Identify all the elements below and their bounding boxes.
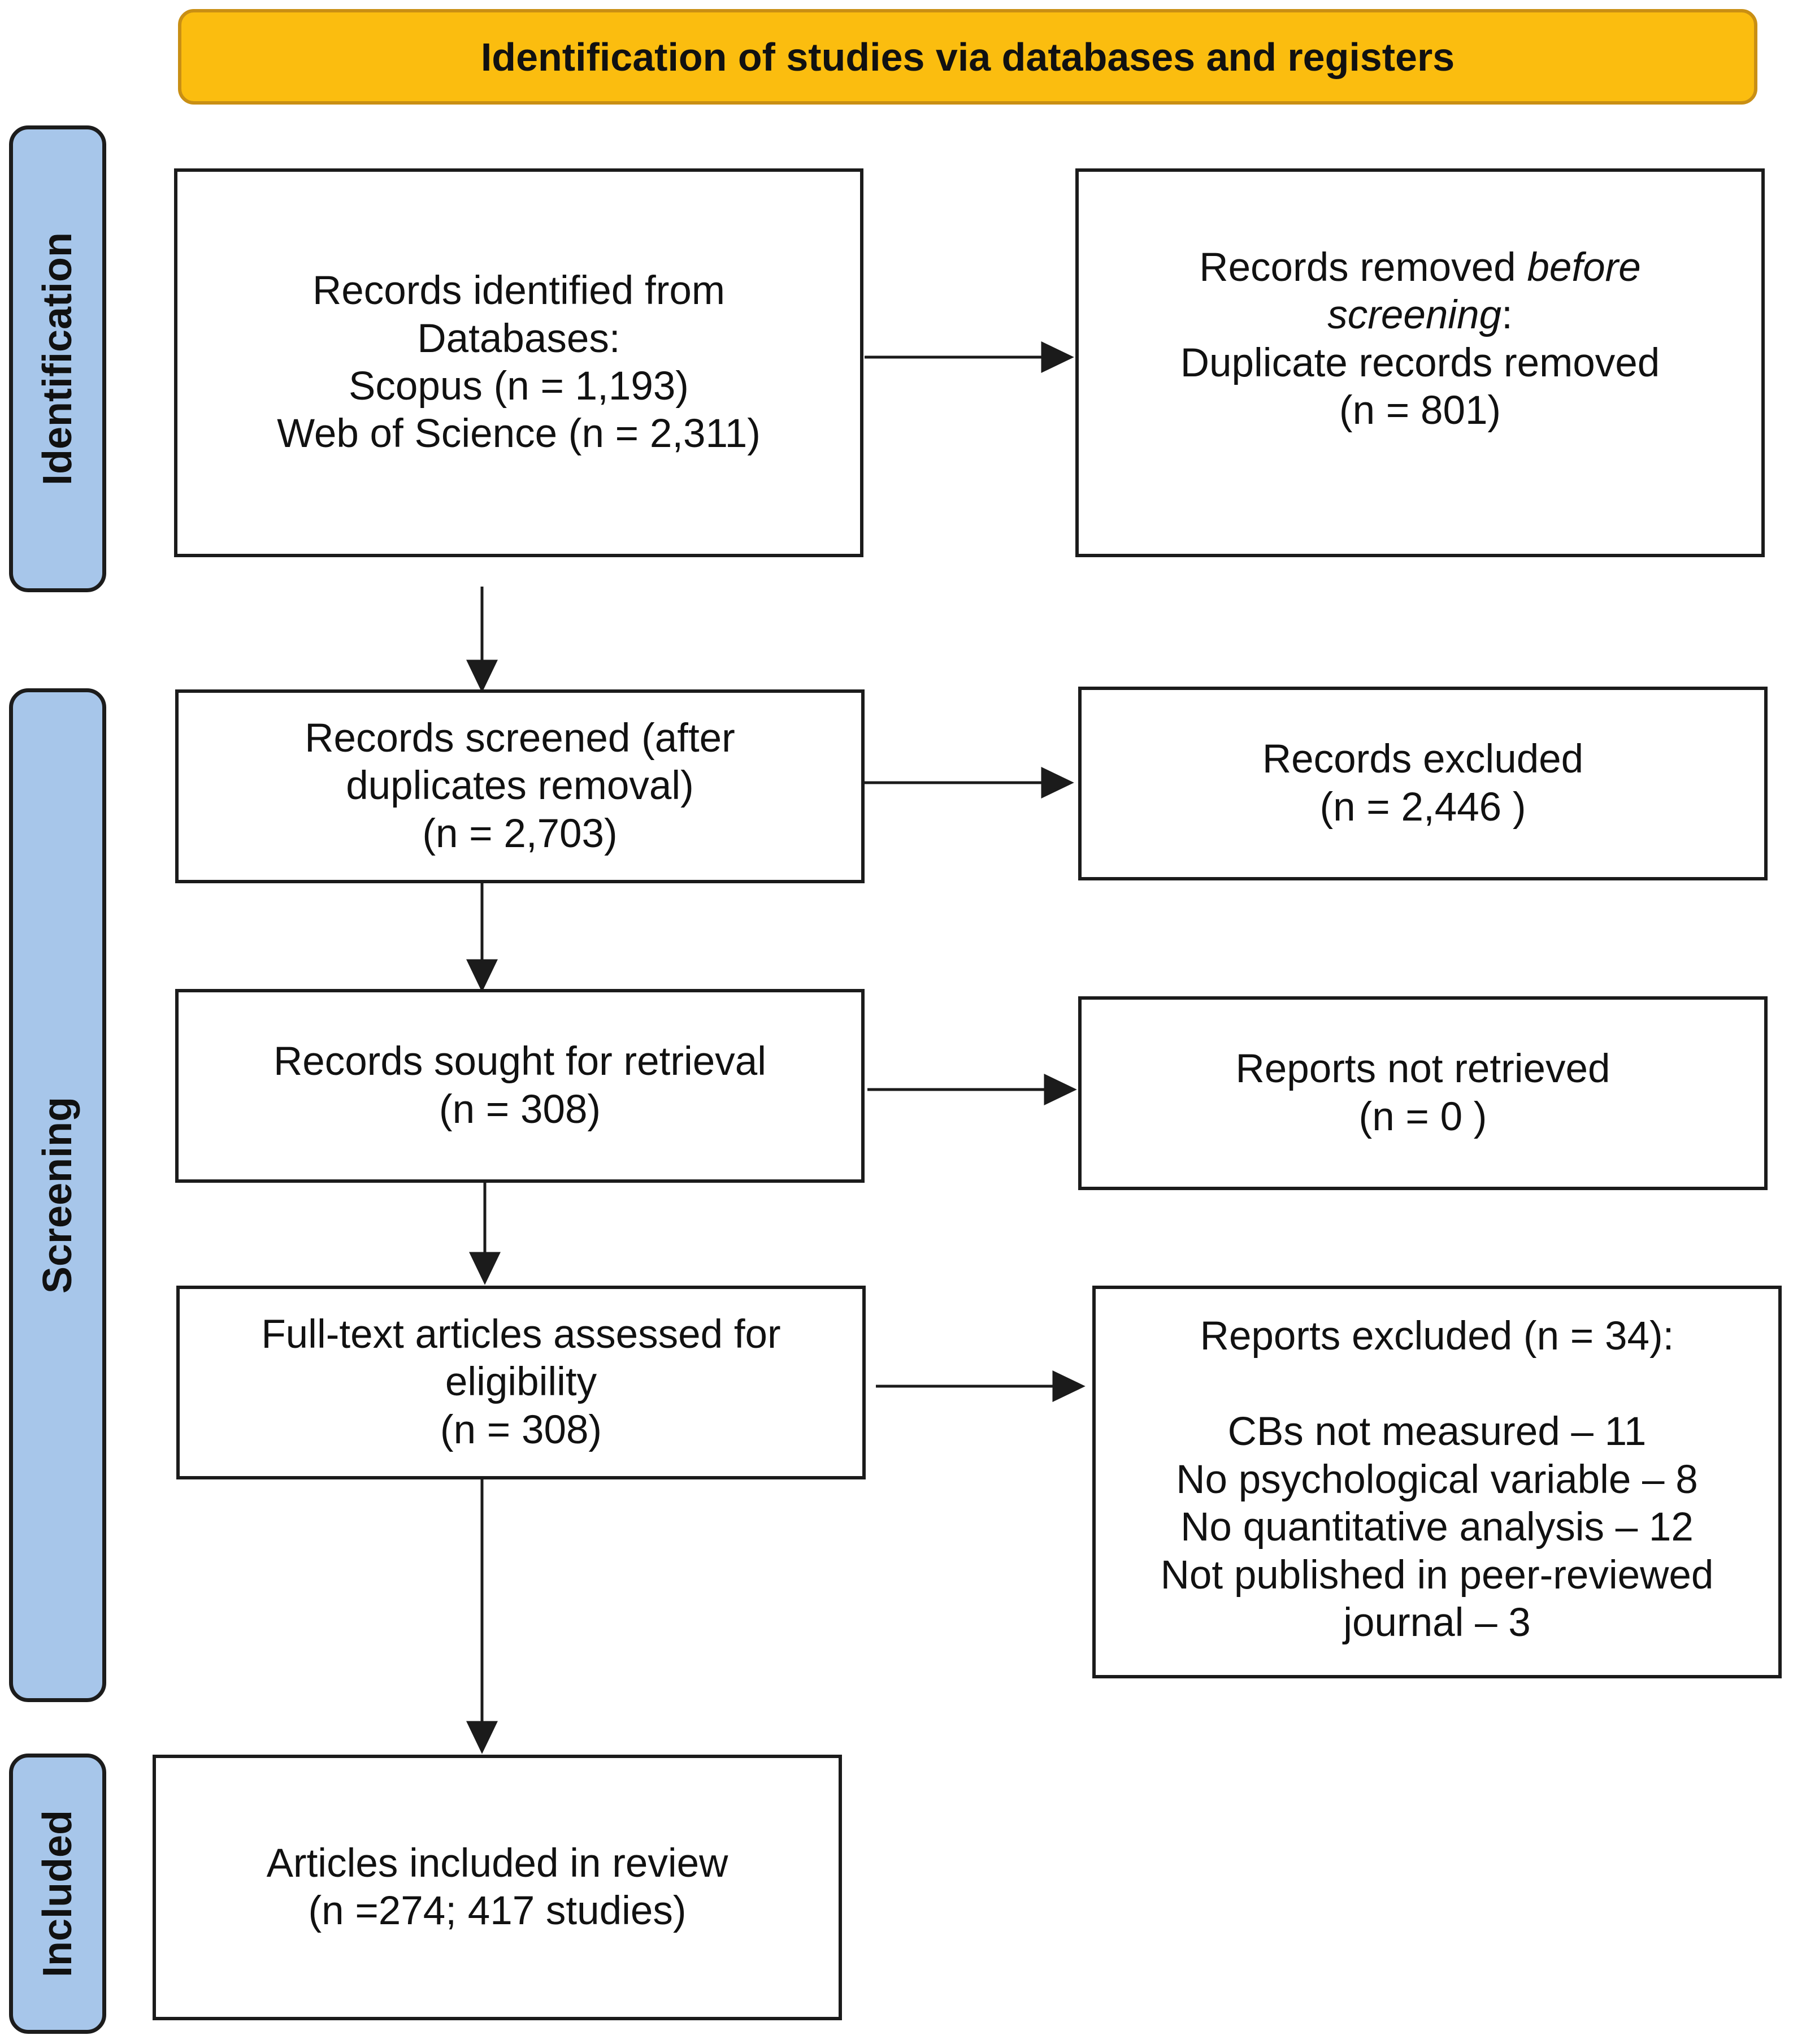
header-banner: Identification of studies via databases … bbox=[178, 9, 1757, 105]
included-line1: Articles included in review bbox=[266, 1841, 728, 1886]
notretrieved-line2: (n = 0 ) bbox=[1358, 1094, 1487, 1139]
included-line2: (n =274; 417 studies) bbox=[308, 1889, 687, 1933]
phase-included: Included bbox=[9, 1754, 106, 2034]
sought-line1: Records sought for retrieval bbox=[273, 1039, 767, 1084]
arrowhead-identified-to-screened bbox=[466, 659, 498, 693]
box-articles-included: Articles included in review (n =274; 417… bbox=[153, 1755, 842, 2020]
arrowhead-sought-to-notretrieved bbox=[1044, 1074, 1077, 1105]
removed-line1b: before bbox=[1527, 245, 1641, 290]
phase-identification: Identification bbox=[9, 125, 106, 592]
header-title: Identification of studies via databases … bbox=[480, 34, 1455, 79]
arrowhead-assessed-to-reportsexcluded bbox=[1052, 1370, 1086, 1402]
removed-line1a: Records removed bbox=[1199, 245, 1527, 290]
excluded-line1: Records excluded bbox=[1262, 737, 1584, 782]
sought-line2: (n = 308) bbox=[439, 1087, 601, 1132]
box-records-identified: Records identified from Databases: Scopu… bbox=[174, 168, 863, 557]
arrowhead-sought-to-assessed bbox=[469, 1252, 501, 1285]
removed-line2: screening: bbox=[1327, 292, 1513, 339]
box-fulltext-assessed: Full-text articles assessed for eligibil… bbox=[176, 1286, 866, 1479]
box-reports-excluded: Reports excluded (n = 34): CBs not measu… bbox=[1092, 1286, 1782, 1678]
assessed-line1: Full-text articles assessed for bbox=[261, 1312, 781, 1357]
reportsexcluded-reason: No quantitative analysis – 12 bbox=[1180, 1505, 1694, 1550]
arrowhead-screened-to-excluded bbox=[1041, 767, 1074, 798]
identified-line4: Web of Science (n = 2,311) bbox=[277, 411, 761, 457]
box-records-removed: Records removed before screening: Duplic… bbox=[1075, 168, 1765, 557]
removed-line2b: : bbox=[1501, 293, 1513, 338]
notretrieved-line1: Reports not retrieved bbox=[1235, 1047, 1610, 1092]
identified-line3: Scopus (n = 1,193) bbox=[349, 364, 689, 409]
arrowhead-identified-to-removed bbox=[1041, 341, 1074, 373]
reportsexcluded-reason: journal – 3 bbox=[1343, 1600, 1531, 1646]
reportsexcluded-reason: Not published in peer-reviewed bbox=[1160, 1552, 1714, 1598]
arrowhead-screened-to-sought bbox=[466, 959, 498, 992]
assessed-line2: eligibility bbox=[445, 1360, 597, 1405]
identified-line2: Databases: bbox=[417, 316, 620, 361]
assessed-line3: (n = 308) bbox=[440, 1407, 602, 1452]
removed-line1: Records removed before bbox=[1199, 244, 1640, 292]
box-reports-not-retrieved: Reports not retrieved (n = 0 ) bbox=[1078, 996, 1768, 1190]
arrowhead-assessed-to-included bbox=[466, 1721, 498, 1754]
removed-line2a: screening bbox=[1327, 293, 1502, 338]
identified-line1: Records identified from bbox=[312, 268, 726, 314]
box-records-screened: Records screened (after duplicates remov… bbox=[175, 689, 865, 883]
reportsexcluded-heading: Reports excluded (n = 34): bbox=[1200, 1314, 1674, 1359]
box-records-excluded: Records excluded (n = 2,446 ) bbox=[1078, 687, 1768, 880]
reportsexcluded-reason: CBs not measured – 11 bbox=[1227, 1409, 1647, 1455]
screened-line2: duplicates removal) bbox=[346, 763, 694, 809]
removed-line4: (n = 801) bbox=[1339, 388, 1501, 433]
phase-screening: Screening bbox=[9, 688, 106, 1702]
box-records-sought: Records sought for retrieval (n = 308) bbox=[175, 989, 865, 1183]
reportsexcluded-reason: No psychological variable – 8 bbox=[1176, 1457, 1698, 1502]
excluded-line2: (n = 2,446 ) bbox=[1319, 784, 1526, 830]
screened-line1: Records screened (after bbox=[305, 715, 735, 761]
screened-line3: (n = 2,703) bbox=[422, 811, 618, 856]
removed-line3: Duplicate records removed bbox=[1180, 340, 1660, 385]
